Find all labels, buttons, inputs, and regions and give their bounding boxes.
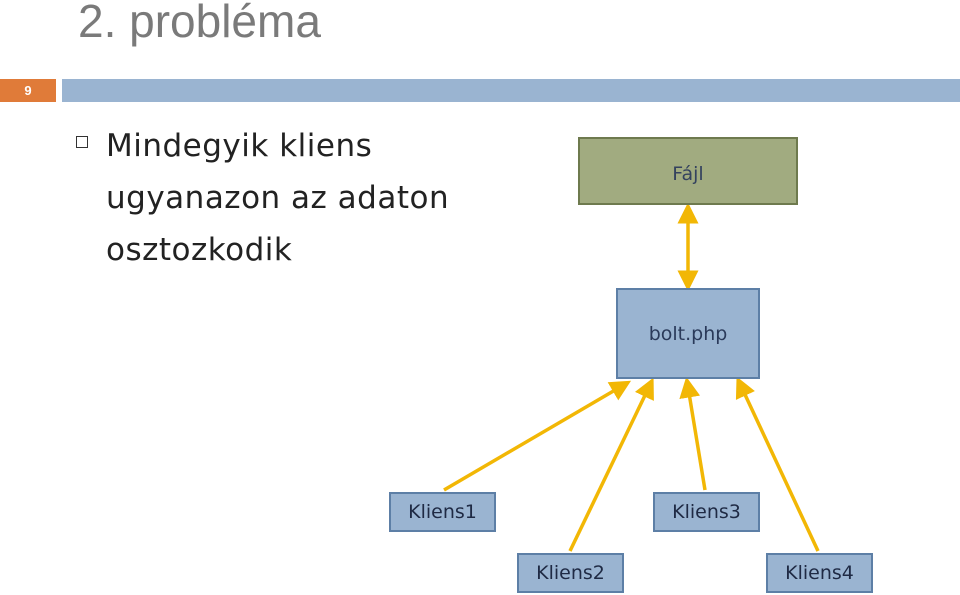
- bullet-line-3: osztozkodik: [106, 232, 293, 268]
- square-bullet-icon: [76, 136, 88, 148]
- header-bar: [62, 79, 960, 102]
- file-box: Fájl: [578, 137, 798, 205]
- client-box-1: Kliens1: [389, 492, 496, 532]
- client-label: Kliens2: [536, 562, 605, 584]
- file-label: Fájl: [672, 163, 704, 185]
- kliens4-arrow: [735, 376, 820, 552]
- client-box-3: Kliens3: [653, 492, 760, 532]
- bullet-line-1: Mindegyik kliens: [106, 128, 373, 164]
- client-label: Kliens4: [785, 562, 854, 584]
- client-box-2: Kliens2: [517, 553, 624, 593]
- client-box-4: Kliens4: [766, 553, 873, 593]
- slide-title: 2. probléma: [78, 0, 321, 47]
- bullet-text: Mindegyik kliens ugyanazon az adaton osz…: [106, 120, 506, 276]
- server-box: bolt.php: [616, 288, 760, 379]
- client-label: Kliens3: [672, 501, 741, 523]
- kliens1-arrow: [443, 380, 632, 492]
- client-label: Kliens1: [408, 501, 477, 523]
- kliens3-arrow: [679, 376, 707, 491]
- bullet-line-2: ugyanazon az adaton: [106, 180, 450, 216]
- server-label: bolt.php: [648, 323, 728, 345]
- kliens2-arrow: [568, 377, 654, 552]
- slide-number: 9: [0, 79, 56, 102]
